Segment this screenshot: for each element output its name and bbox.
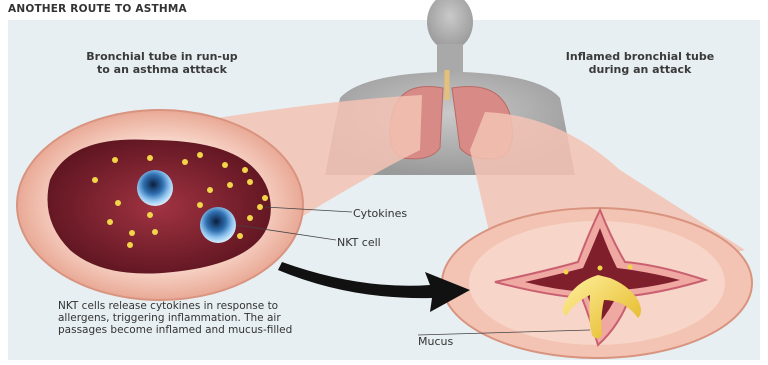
header-title: ANOTHER ROUTE TO ASTHMA — [8, 3, 187, 15]
label-nkt-cell: NKT cell — [337, 236, 381, 249]
caption-text: NKT cells release cytokines in response … — [58, 300, 328, 336]
nkt-cell-1 — [137, 170, 173, 206]
label-mucus: Mucus — [418, 335, 453, 348]
subtitle-before-attack: Bronchial tube in run-up to an asthma at… — [52, 50, 272, 76]
subtitle-during-attack: Inflamed bronchial tube during an attack — [545, 50, 735, 76]
nkt-cell-2 — [200, 207, 236, 243]
label-cytokines: Cytokines — [353, 207, 407, 220]
